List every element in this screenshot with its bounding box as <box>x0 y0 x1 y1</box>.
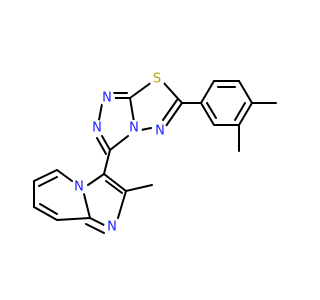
bond-c8a-n4 <box>129 97 135 123</box>
bond-ar4-ar5 <box>238 102 253 126</box>
bond-imc2-imn1 <box>117 190 127 219</box>
bond-imn1-imc8a <box>89 217 107 227</box>
bond-py5-py6 <box>33 169 58 182</box>
bond-imc8a-imn4 <box>83 193 91 219</box>
bond-py8-imc8a <box>56 217 91 221</box>
bond-ar4-ar5-double <box>234 102 246 121</box>
atom-label-layer: S N N N N N N <box>71 71 168 235</box>
bond-s-c6 <box>162 81 183 104</box>
bond-n5-n4 <box>140 127 152 131</box>
bond-n2-c3-double <box>96 137 107 155</box>
bond-py7-py8 <box>33 206 58 221</box>
bond-layer <box>33 80 277 234</box>
bond-imn4-imc3 <box>87 173 105 186</box>
bond-imc3-imc2-double <box>105 180 123 194</box>
bond-ar1-ar2 <box>200 80 215 104</box>
bond-imn1-imc8a-double <box>85 223 105 234</box>
molecule-structure-diagram: S N N N N N N <box>33 71 277 235</box>
nitrogen-atom-label-6: N <box>107 220 117 235</box>
bond-c3-imid <box>103 149 111 175</box>
bond-ar3-ar4 <box>238 80 253 104</box>
bond-py7-py8-double <box>39 203 58 215</box>
nitrogen-atom-label-2: N <box>92 121 102 136</box>
bond-n2-c3 <box>101 135 111 151</box>
bond-s-c8a <box>129 81 153 99</box>
bond-imc2-methyl <box>125 184 153 192</box>
bond-ar6-ar1-double <box>206 102 217 119</box>
bond-c6-n5-double <box>162 99 178 121</box>
bond-c6-n5 <box>165 102 183 127</box>
bond-n1-n2 <box>98 103 103 121</box>
nitrogen-atom-label-5: N <box>74 180 84 195</box>
bond-ar6-ar1 <box>200 102 215 126</box>
sulfur-atom-label: S <box>153 72 161 87</box>
bond-py5-py6-double <box>38 176 58 187</box>
nitrogen-atom-label-3: N <box>129 121 139 136</box>
bond-imn4-py5 <box>56 169 73 182</box>
nitrogen-atom-label-4: N <box>155 124 165 139</box>
bond-imc3-imc2 <box>103 173 127 192</box>
nitrogen-atom-label-1: N <box>102 91 112 106</box>
bond-c3-n4 <box>109 135 129 151</box>
